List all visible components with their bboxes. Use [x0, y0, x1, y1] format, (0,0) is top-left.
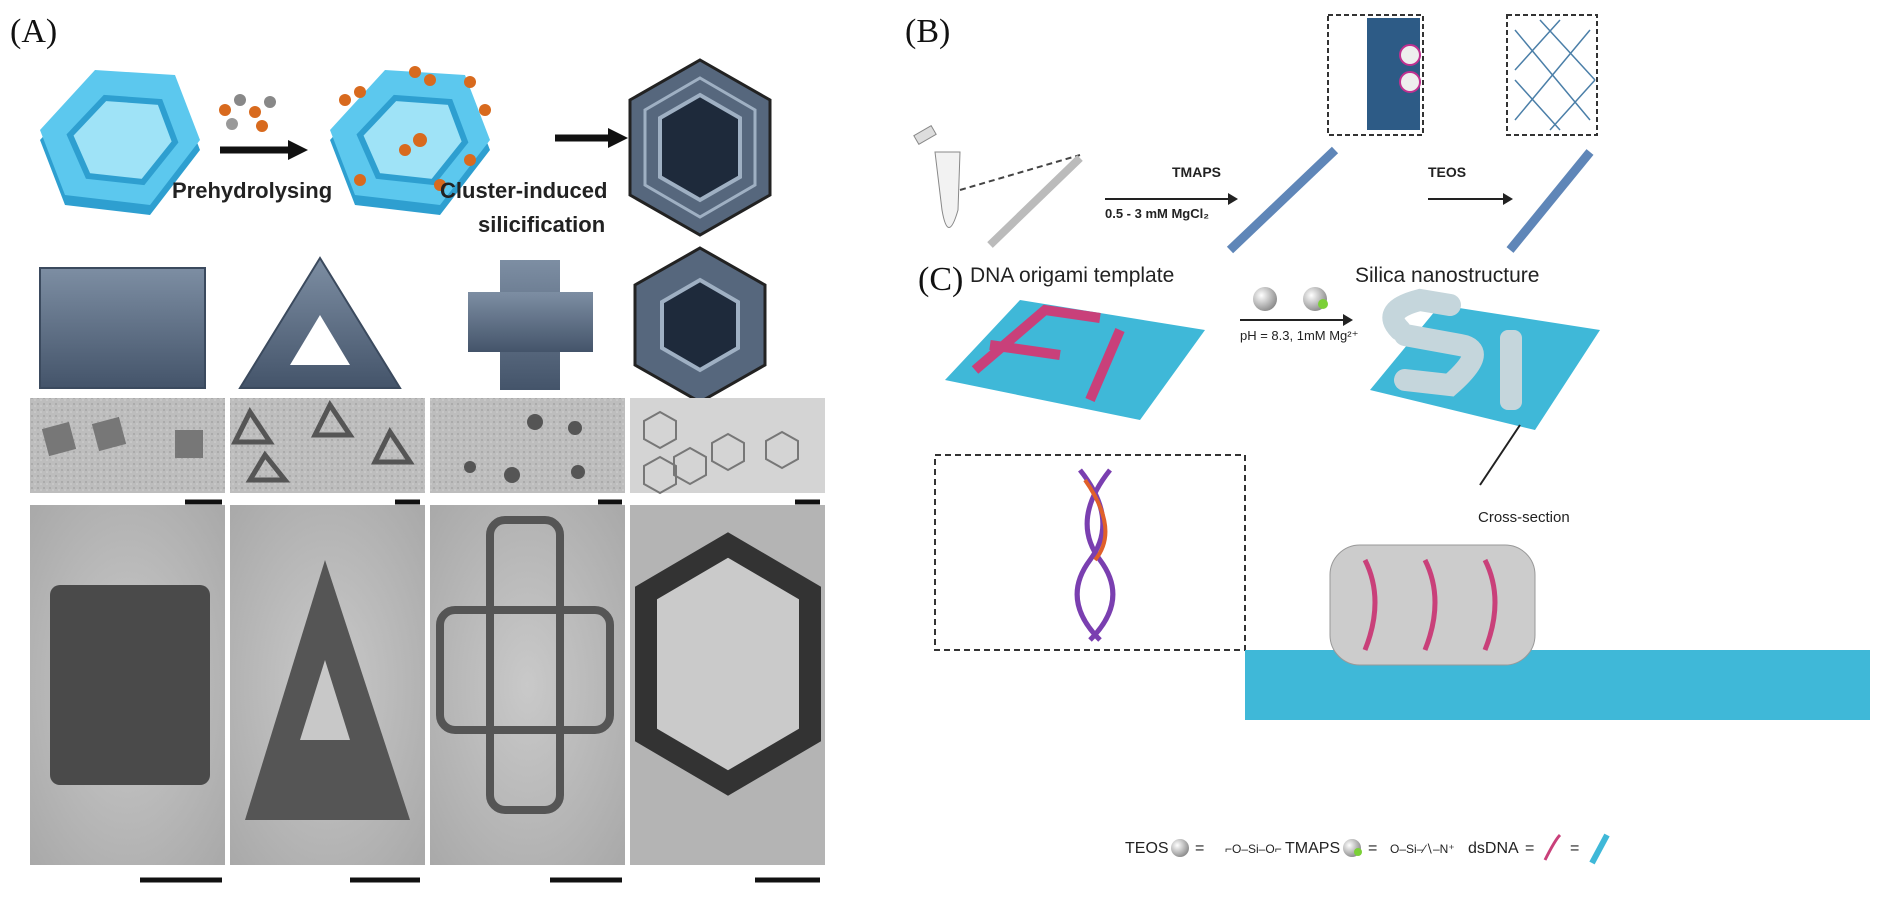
silica-cross [468, 260, 593, 390]
tmaps-structure: O–Si–∕∖–N⁺ [1390, 842, 1455, 856]
silica-network-chemistry [1074, 468, 1116, 642]
silica-coated-rod [1506, 149, 1594, 253]
silica-nanostructure [1370, 288, 1600, 430]
blue-hexagon-origami [40, 70, 200, 215]
tem-image-triangles-low-mag [230, 398, 425, 493]
condition-ph: pH = 8.3, 1mM Mg²⁺ [1240, 328, 1358, 343]
reagent-teos: TEOS [1428, 164, 1466, 180]
legend-teos-label: TEOS [1125, 840, 1169, 857]
silica-triangle [238, 256, 402, 389]
tem-image-cross-high-mag [430, 505, 625, 865]
teos-particle-icon [1171, 839, 1189, 857]
cross-section-3d [1245, 544, 1870, 720]
tem-image-rectangles-low-mag [30, 398, 225, 493]
equals: = [1195, 840, 1204, 857]
silica-hexagon-2 [633, 246, 767, 404]
step-cluster-induced: Cluster-induced [440, 178, 607, 203]
step-prehydrolysing: Prehydrolysing [172, 178, 332, 203]
arrow-icon [555, 128, 628, 148]
arrow-icon [220, 140, 308, 160]
panel-a-label: (A) [10, 13, 57, 50]
legend: TEOS = ⌐O–Si–O⌐ TMAPS = O–Si–∕∖–N⁺ dsDNA… [1125, 833, 1610, 865]
teos-particle-icon [1253, 287, 1277, 311]
teos-structure: ⌐O–Si–O⌐ [1225, 842, 1282, 856]
reagent-tmaps: TMAPS [1172, 164, 1221, 180]
dna-rod [987, 155, 1083, 248]
legend-tmaps-label: TMAPS [1285, 840, 1340, 857]
silica-hexagon [628, 58, 772, 237]
cluster-particles [219, 94, 276, 132]
silica-rectangle [39, 267, 206, 389]
dna-origami-template-title: DNA origami template [970, 264, 1174, 287]
panel-b-label: (B) [905, 13, 950, 50]
equals: = [1525, 840, 1534, 857]
equals: = [1368, 840, 1377, 857]
step-silicification: silicification [478, 212, 605, 237]
silica-nanostructure-title: Silica nanostructure [1355, 264, 1539, 287]
tem-image-triangle-high-mag [230, 505, 425, 865]
tem-image-crosses-low-mag [430, 398, 625, 493]
legend-dsdna-label: dsDNA [1468, 840, 1519, 857]
tem-image-hexagon-high-mag [630, 505, 825, 865]
coated-hexagon-origami [330, 66, 491, 215]
tem-image-hexagons-low-mag [630, 398, 825, 495]
dsdna-helix-icon [1543, 833, 1562, 861]
condition-mgcl2: 0.5 - 3 mM MgCl₂ [1105, 206, 1209, 221]
eppendorf-tube-icon [913, 124, 961, 228]
panel-c-label: (C) [918, 261, 963, 298]
dna-rod-icon [1589, 833, 1610, 865]
cross-section-label: Cross-section [1478, 509, 1570, 526]
tmaps-coated-rod [1226, 146, 1339, 254]
dna-origami-template [945, 300, 1205, 420]
tem-image-rectangle-high-mag [30, 505, 225, 865]
equals: = [1570, 840, 1579, 857]
